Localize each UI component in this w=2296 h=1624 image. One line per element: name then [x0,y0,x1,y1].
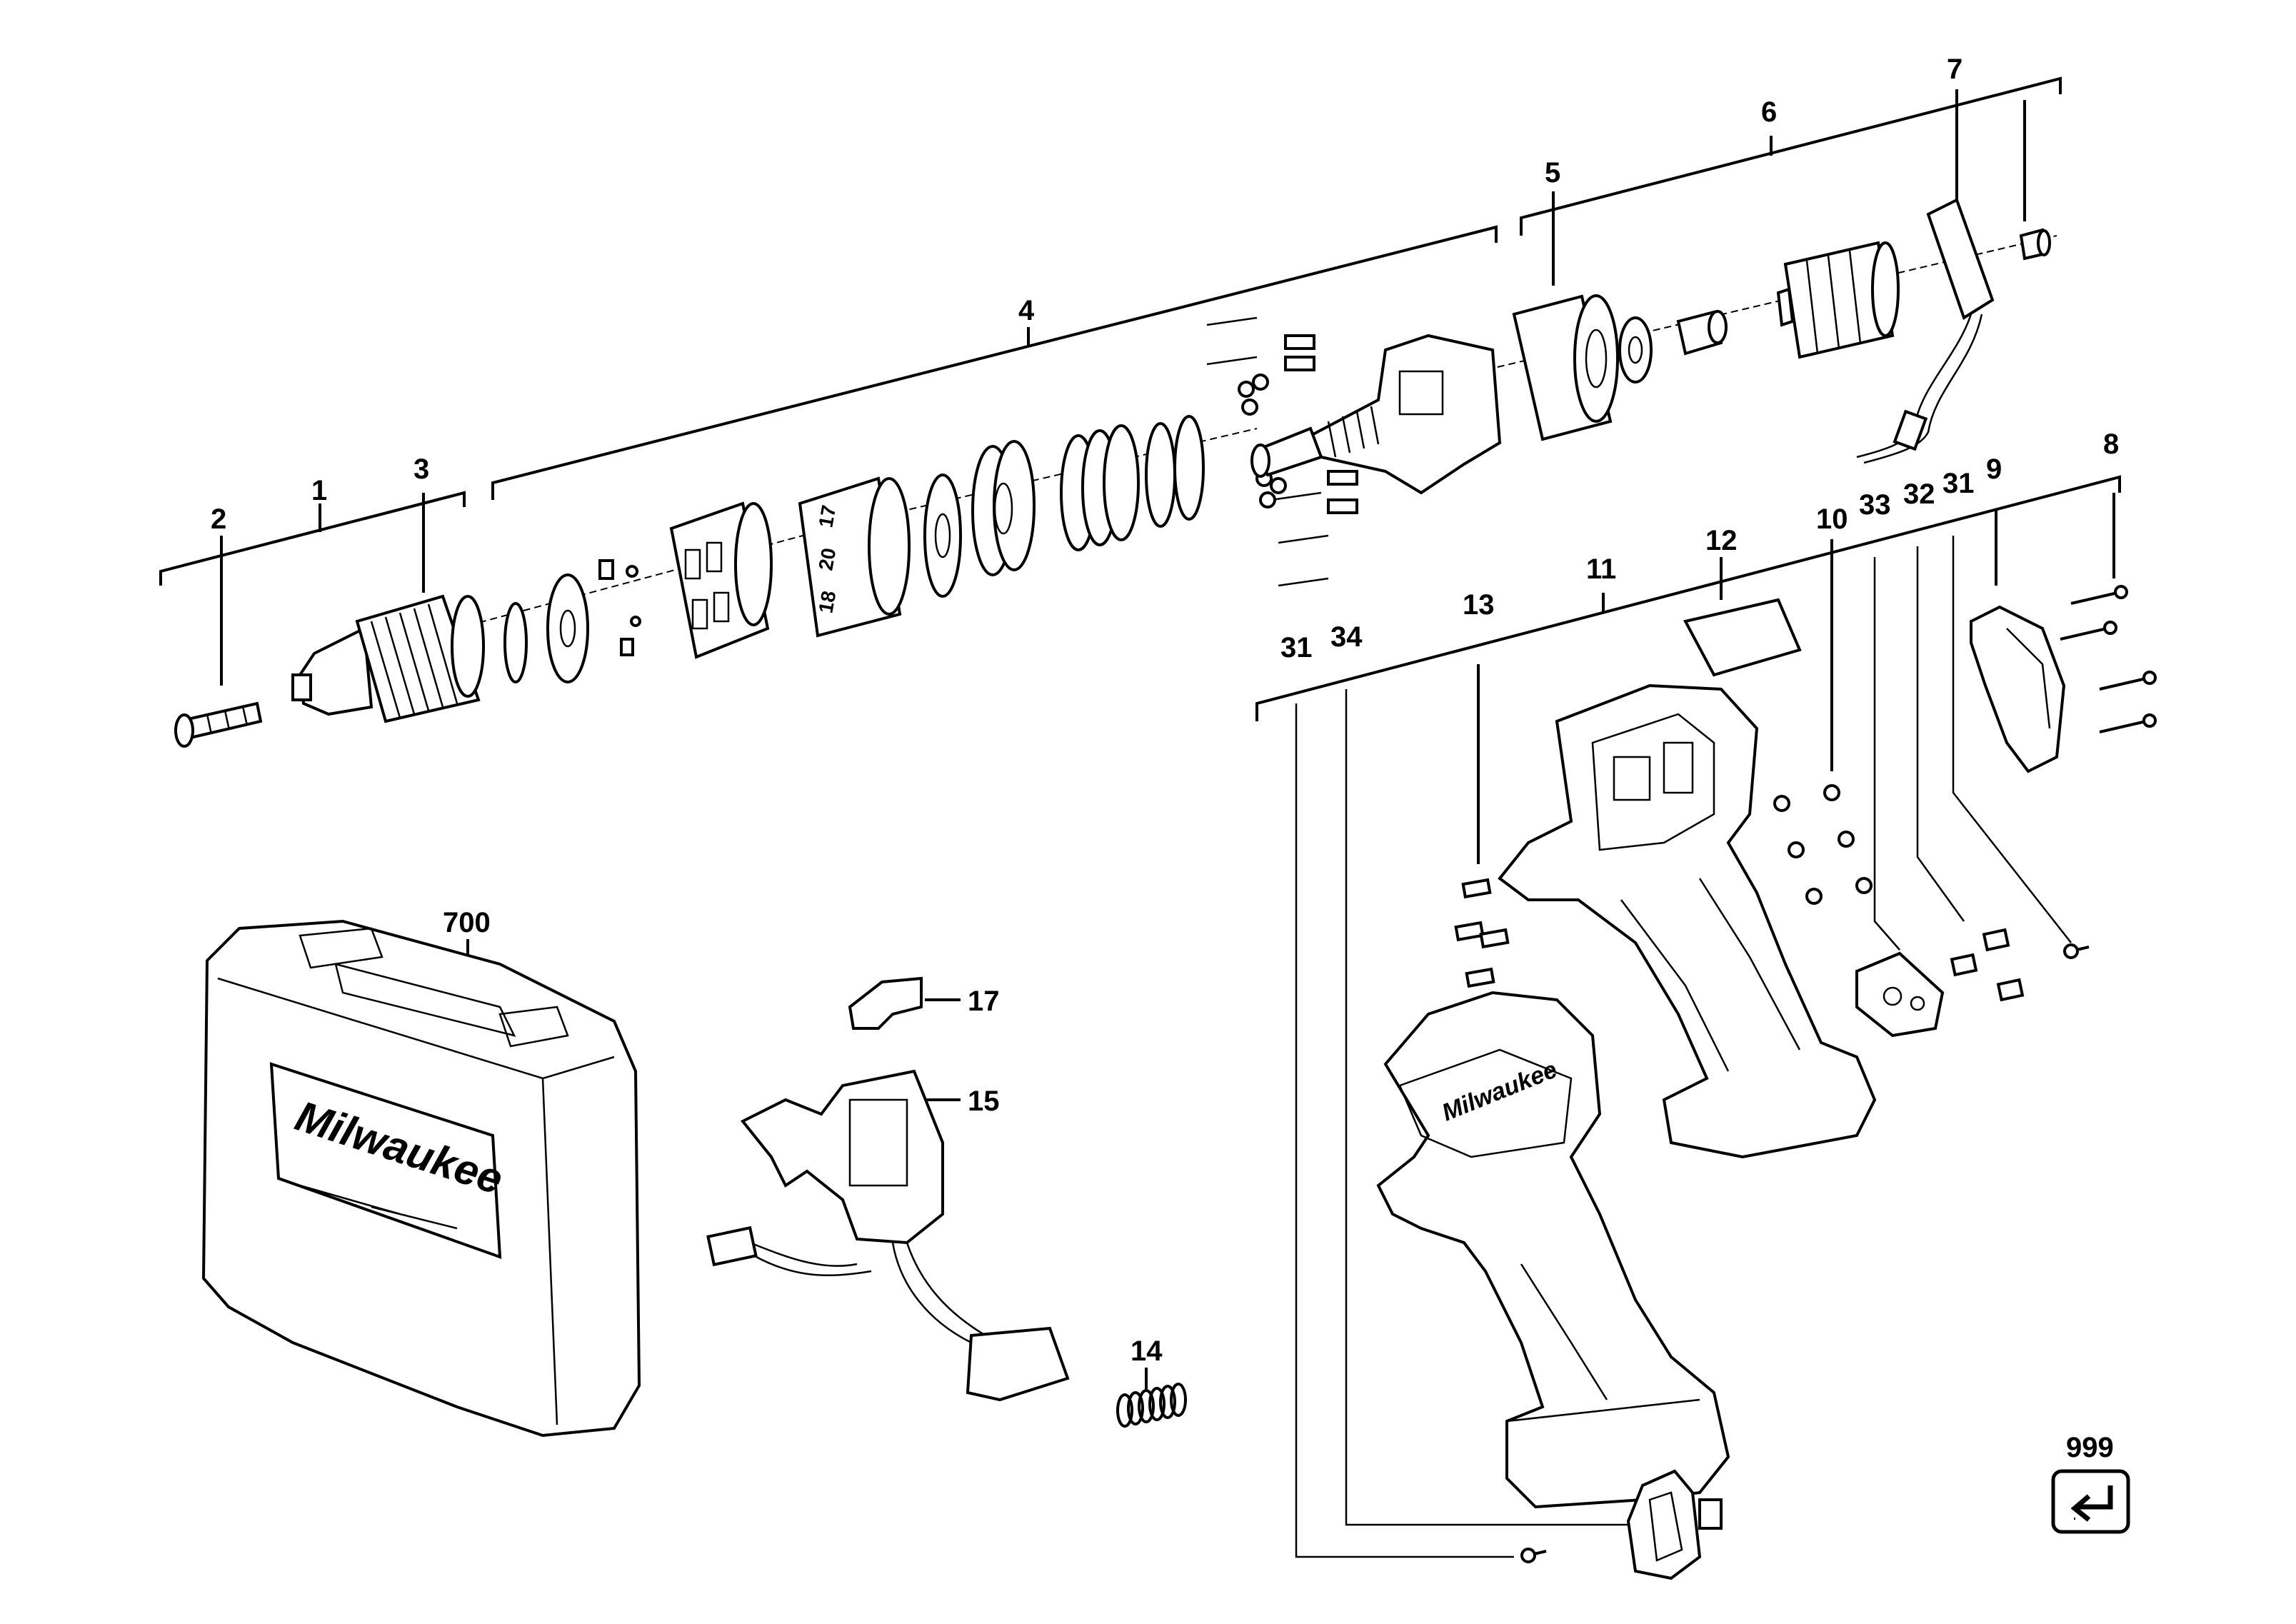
label-8[interactable]: 8 [2103,428,2119,460]
label-33[interactable]: 33 [1859,489,1891,521]
label-6[interactable]: 6 [1761,96,1777,128]
ring-mark-20: 20 [814,546,840,572]
part-11-housing-left: Milwaukee [1376,991,1730,1509]
part-32-clips [1950,928,2025,1002]
part-8-screws [2060,585,2157,733]
speed-ring-marks: 20 17 18 [814,503,840,615]
chuck-axis [456,524,843,629]
label-31-right[interactable]: 31 [1942,468,1975,499]
part-12-label [1683,598,1802,677]
leader-31-right [1952,536,2072,943]
label-31-left[interactable]: 31 [1280,632,1313,663]
part-31-screw-right [2063,943,2090,959]
part-2-screw [174,701,263,748]
part-34-belt-hook [1626,1469,1723,1580]
label-12[interactable]: 12 [1705,525,1738,556]
part-10-screws [1773,784,1873,905]
leader-33 [1873,557,1900,951]
label-1[interactable]: 1 [311,475,327,506]
ring-mark-18: 18 [814,589,840,615]
leader-32 [1916,546,1965,922]
return-arrow-icon[interactable] [2051,1469,2130,1534]
part-13-blocks [1454,878,1510,988]
ring-mark-17: 17 [814,503,840,529]
label-15[interactable]: 15 [968,1086,1000,1117]
label-34[interactable]: 34 [1330,621,1363,653]
part-4-gearbox: 20 17 18 [503,316,1502,683]
label-9[interactable]: 9 [1986,453,2002,485]
part-700-carry-case: Milwaukee [201,919,641,1438]
part-6-motor [1618,241,1900,384]
part-9-rear-cap [1970,605,2066,773]
label-5[interactable]: 5 [1545,157,1560,189]
label-14[interactable]: 14 [1131,1335,1163,1367]
label-4[interactable]: 4 [1018,295,1035,326]
label-17[interactable]: 17 [968,986,1000,1017]
part-14-spring [1116,1383,1187,1428]
label-700[interactable]: 700 [443,907,491,938]
part-33-bracket [1855,951,1945,1038]
part-15-trigger [706,1069,1070,1402]
label-3[interactable]: 3 [413,453,429,485]
part-3-chuck [291,594,485,723]
bracket-6 [1520,76,2062,236]
leader-34 [1345,689,1635,1526]
part-11-housing-right [1498,683,1877,1159]
part-17-switch [848,976,923,1030]
callout-labels: 2 1 3 4 5 6 7 8 9 10 33 32 31 11 12 13 3… [211,54,2119,1463]
leader-31-left [1295,703,1514,1558]
part-7-pcb [1856,198,2051,464]
part-5-sleeve [1512,294,1619,441]
label-13[interactable]: 13 [1463,589,1495,621]
label-999[interactable]: 999 [2066,1432,2114,1463]
label-7[interactable]: 7 [1947,54,1962,85]
label-11[interactable]: 11 [1586,553,1616,585]
bracket-11 [1255,475,2121,721]
label-2[interactable]: 2 [211,503,226,535]
label-10[interactable]: 10 [1816,503,1848,535]
part-31-screw-left [1520,1548,1547,1563]
label-32[interactable]: 32 [1903,478,1935,510]
bracket-1 [159,491,466,586]
bracket-4 [491,225,1498,500]
